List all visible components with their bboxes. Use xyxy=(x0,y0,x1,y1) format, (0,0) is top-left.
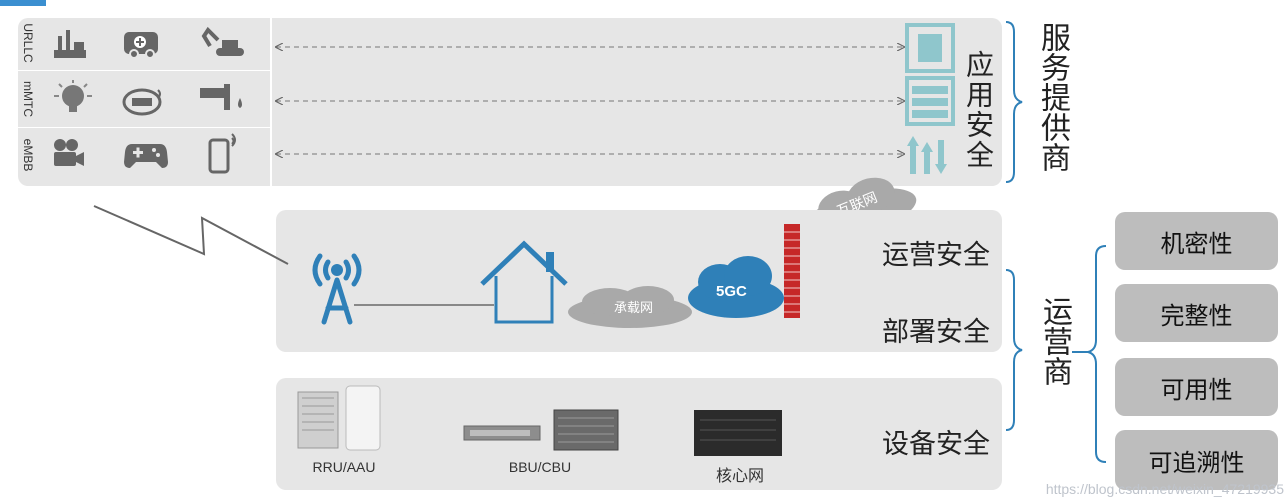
app-security-label: 应用安全 xyxy=(962,50,995,170)
water-meter-icon xyxy=(200,84,242,110)
row-divider xyxy=(18,70,270,71)
bbu-label: BBU/CBU xyxy=(508,459,572,475)
house-icon xyxy=(480,240,568,324)
device-security-label: 设备安全 xyxy=(882,429,990,460)
ops-security-label: 运营安全 xyxy=(882,240,990,271)
base-station-icon xyxy=(312,253,362,325)
core-network-device-icon xyxy=(694,410,782,456)
5gc-label: 5GC xyxy=(716,283,747,300)
fronthaul-line xyxy=(354,304,494,306)
row-label-embb: eMBB xyxy=(21,138,35,172)
video-camera-icon xyxy=(54,139,84,166)
watermark: https://blog.csdn.net/weixin_47219935 xyxy=(1045,481,1284,497)
firewall-icon xyxy=(784,224,800,318)
top-left-mark xyxy=(0,0,46,6)
property-integrity: 完整性 xyxy=(1115,284,1278,342)
factory-icon xyxy=(54,30,86,58)
property-confidentiality: 机密性 xyxy=(1115,212,1278,270)
bbu-device-icon xyxy=(463,409,619,451)
app-server-icon xyxy=(905,23,955,174)
smart-light-icon xyxy=(54,80,92,112)
bearer-network-label: 承载网 xyxy=(614,301,654,316)
device-layer-panel xyxy=(276,378,1002,490)
operator-brace xyxy=(1005,269,1023,431)
rru-label: RRU/AAU xyxy=(312,459,376,475)
row-label-mmtc: mMTC xyxy=(21,81,35,117)
service-provider-brace xyxy=(1005,21,1023,183)
deploy-security-label: 部署安全 xyxy=(882,317,990,348)
smart-meter-icon xyxy=(122,88,162,116)
operation-layer-panel xyxy=(276,210,1002,352)
mobile-phone-icon xyxy=(208,133,236,174)
icon-grid-divider xyxy=(270,18,272,186)
core-network-label: 核心网 xyxy=(715,468,764,485)
gamepad-icon xyxy=(124,144,168,168)
excavator-icon xyxy=(201,26,244,56)
service-provider-label: 服务提供商 xyxy=(1035,22,1070,172)
operator-label: 运营商 xyxy=(1037,296,1072,386)
service-links xyxy=(272,30,912,170)
bearer-network-cloud xyxy=(568,286,692,328)
wireless-link-zigzag xyxy=(93,205,289,265)
properties-brace xyxy=(1072,245,1107,463)
5gc-cloud xyxy=(688,256,784,318)
property-traceability: 可追溯性 xyxy=(1115,430,1278,490)
row-label-urllc: URLLC xyxy=(21,23,35,63)
row-divider xyxy=(18,127,270,128)
ambulance-icon xyxy=(124,32,158,59)
property-availability: 可用性 xyxy=(1115,358,1278,416)
rru-device-icon xyxy=(297,385,381,451)
